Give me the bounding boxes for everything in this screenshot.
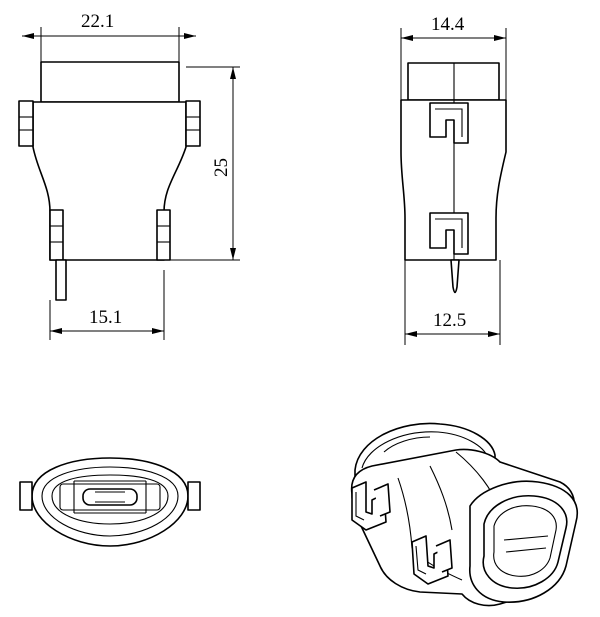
dim-side-top: 14.4 <box>400 14 507 100</box>
top-view <box>19 457 201 547</box>
dim-label-14-4: 14.4 <box>431 14 465 35</box>
dim-front-height: 25 <box>170 66 240 261</box>
front-view <box>18 61 201 301</box>
dim-side-bottom: 12.5 <box>404 260 501 345</box>
dim-label-12-5: 12.5 <box>433 310 466 331</box>
dim-label-15-1: 15.1 <box>89 307 122 328</box>
isometric-view <box>350 422 578 607</box>
side-view <box>400 62 507 294</box>
dim-front-bottom: 15.1 <box>49 270 165 340</box>
dim-front-top: 22.1 <box>22 11 196 62</box>
dim-label-22-1: 22.1 <box>81 11 114 32</box>
dim-label-25: 25 <box>211 158 232 177</box>
